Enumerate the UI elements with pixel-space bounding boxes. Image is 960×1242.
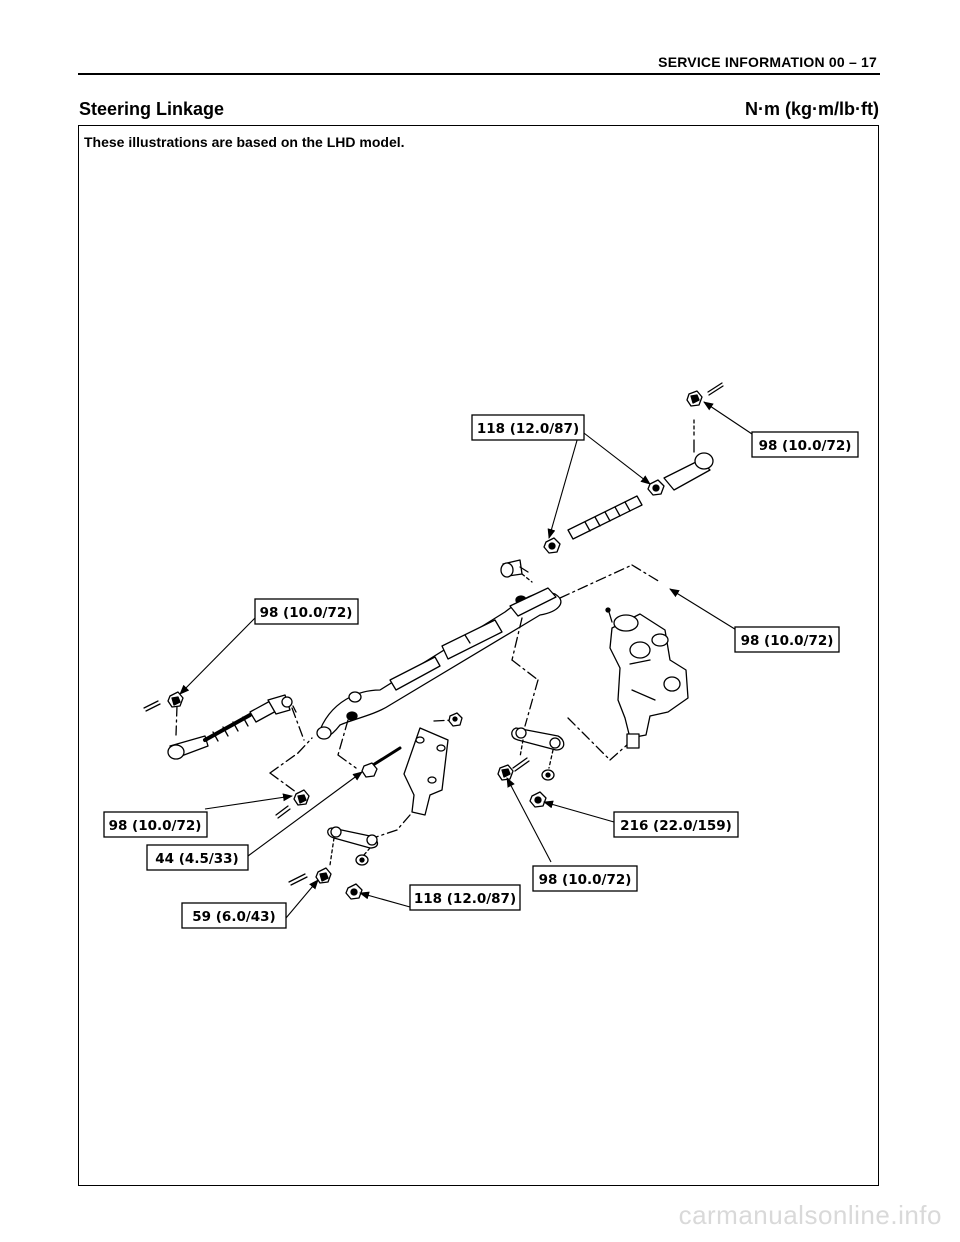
model-note: These illustrations are based on the LHD… <box>84 134 405 150</box>
pitman-washer <box>541 769 555 781</box>
callout-relay-arm: 98 (10.0/72) <box>734 626 840 653</box>
torque-value: 216 (22.0/159) <box>620 818 732 834</box>
right-castle-nut <box>686 390 703 407</box>
torque-callouts: 98 (10.0/72) 118 (12.0/87) 98 (10.0/72) … <box>103 414 859 929</box>
header-rule <box>78 73 880 75</box>
callout-idler-arm-nut: 59 (6.0/43) <box>181 902 287 929</box>
right-tie-rod-end <box>663 419 714 491</box>
adjust-nut-right <box>647 479 665 496</box>
idler-bolt <box>361 746 402 778</box>
steering-gearbox <box>605 607 689 749</box>
inner-tie-rod-end <box>500 559 533 583</box>
idler-washer <box>355 854 369 866</box>
idler-top-nut <box>448 712 463 727</box>
pitman-arm <box>511 727 565 769</box>
idler-lower-nut <box>345 883 363 900</box>
left-cotter-pin-lower <box>275 805 291 819</box>
assembly-leaders <box>175 564 661 839</box>
adjust-nut-left <box>543 537 561 554</box>
watermark: carmanualsonline.info <box>678 1200 942 1230</box>
torque-value: 118 (12.0/87) <box>414 891 516 907</box>
callout-right-tie-rod-end: 98 (10.0/72) <box>751 431 859 458</box>
left-tie-rod <box>167 694 297 760</box>
callout-leaders <box>179 401 753 919</box>
left-cotter-pin-upper <box>143 700 161 712</box>
torque-value: 98 (10.0/72) <box>539 872 632 888</box>
callout-idler-bolt: 44 (4.5/33) <box>146 844 249 871</box>
adjusting-tube <box>567 495 643 540</box>
callout-left-tie-rod-upper: 98 (10.0/72) <box>254 598 359 625</box>
left-castle-nut-lower <box>293 789 310 806</box>
diagram-frame <box>78 125 879 1186</box>
center-link-tube <box>389 619 503 691</box>
torque-value: 98 (10.0/72) <box>260 605 353 621</box>
section-title: Steering Linkage <box>79 99 225 119</box>
torque-units: N·m (kg·m/lb·ft) <box>745 99 879 119</box>
torque-value: 98 (10.0/72) <box>109 818 202 834</box>
pitman-castle-nut <box>497 764 514 781</box>
idler-bracket <box>403 727 449 816</box>
torque-value: 118 (12.0/87) <box>477 421 579 437</box>
running-head: SERVICE INFORMATION 00 – 17 <box>658 54 877 70</box>
idler-castle-nut <box>315 867 332 884</box>
callout-pitman-center: 98 (10.0/72) <box>532 865 638 892</box>
callout-left-tie-rod-lower: 98 (10.0/72) <box>103 811 208 838</box>
torque-value: 98 (10.0/72) <box>759 438 852 454</box>
idler-cotter-pin <box>288 873 308 886</box>
callout-idler-lower-nut: 118 (12.0/87) <box>409 884 521 911</box>
callout-pitman-gearbox: 216 (22.0/159) <box>613 811 739 838</box>
torque-value: 44 (4.5/33) <box>155 851 238 867</box>
pitman-gear-nut <box>529 791 547 808</box>
callout-adjust-nut: 118 (12.0/87) <box>471 414 585 441</box>
left-castle-nut-upper <box>167 691 184 708</box>
pitman-cotter-pin <box>512 757 530 772</box>
idler-arm <box>327 826 379 866</box>
torque-value: 98 (10.0/72) <box>741 633 834 649</box>
torque-value: 59 (6.0/43) <box>192 909 275 925</box>
right-cotter-pin <box>707 382 724 396</box>
